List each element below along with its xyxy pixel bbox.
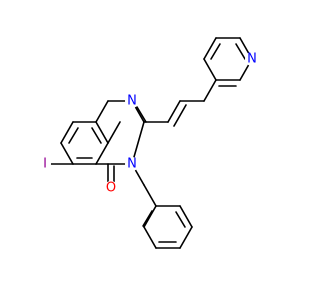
atom-n1: N	[125, 94, 139, 109]
atom-npy: N	[245, 52, 259, 67]
atom-background	[125, 94, 139, 108]
atom-o4: O	[104, 181, 118, 196]
atom-background	[125, 157, 139, 171]
bond	[203, 58, 217, 81]
bond	[95, 142, 109, 165]
bond-layer	[49, 37, 253, 249]
atom-background	[39, 158, 51, 170]
bond	[60, 121, 74, 144]
bond	[143, 226, 157, 249]
atom-i6: I	[39, 157, 51, 172]
bond	[143, 184, 157, 207]
atom-label: I	[43, 157, 47, 172]
bond	[203, 37, 217, 60]
bond	[167, 100, 181, 123]
atom-background	[245, 52, 259, 66]
molecule-structure: N N O I N	[39, 37, 259, 249]
bond	[131, 121, 145, 165]
bond	[143, 205, 157, 228]
bond	[60, 142, 74, 165]
atom-label: N	[127, 157, 137, 172]
atom-label: N	[247, 52, 257, 67]
bond	[179, 226, 193, 249]
bond	[235, 43, 246, 60]
bond	[95, 121, 109, 144]
atom-background	[104, 181, 118, 195]
bond	[136, 106, 147, 123]
bond	[179, 205, 193, 228]
bond	[173, 104, 187, 127]
atom-label-layer: N N O I N	[39, 52, 259, 196]
bond	[95, 100, 109, 123]
bond	[142, 210, 153, 227]
bond	[107, 121, 121, 144]
atom-label: O	[106, 181, 116, 196]
atom-label: N	[127, 94, 137, 109]
atom-n3: N	[125, 157, 139, 172]
bond	[203, 79, 217, 102]
bond	[91, 127, 102, 144]
bond	[210, 43, 221, 60]
bond	[68, 127, 79, 144]
bond	[175, 211, 186, 228]
